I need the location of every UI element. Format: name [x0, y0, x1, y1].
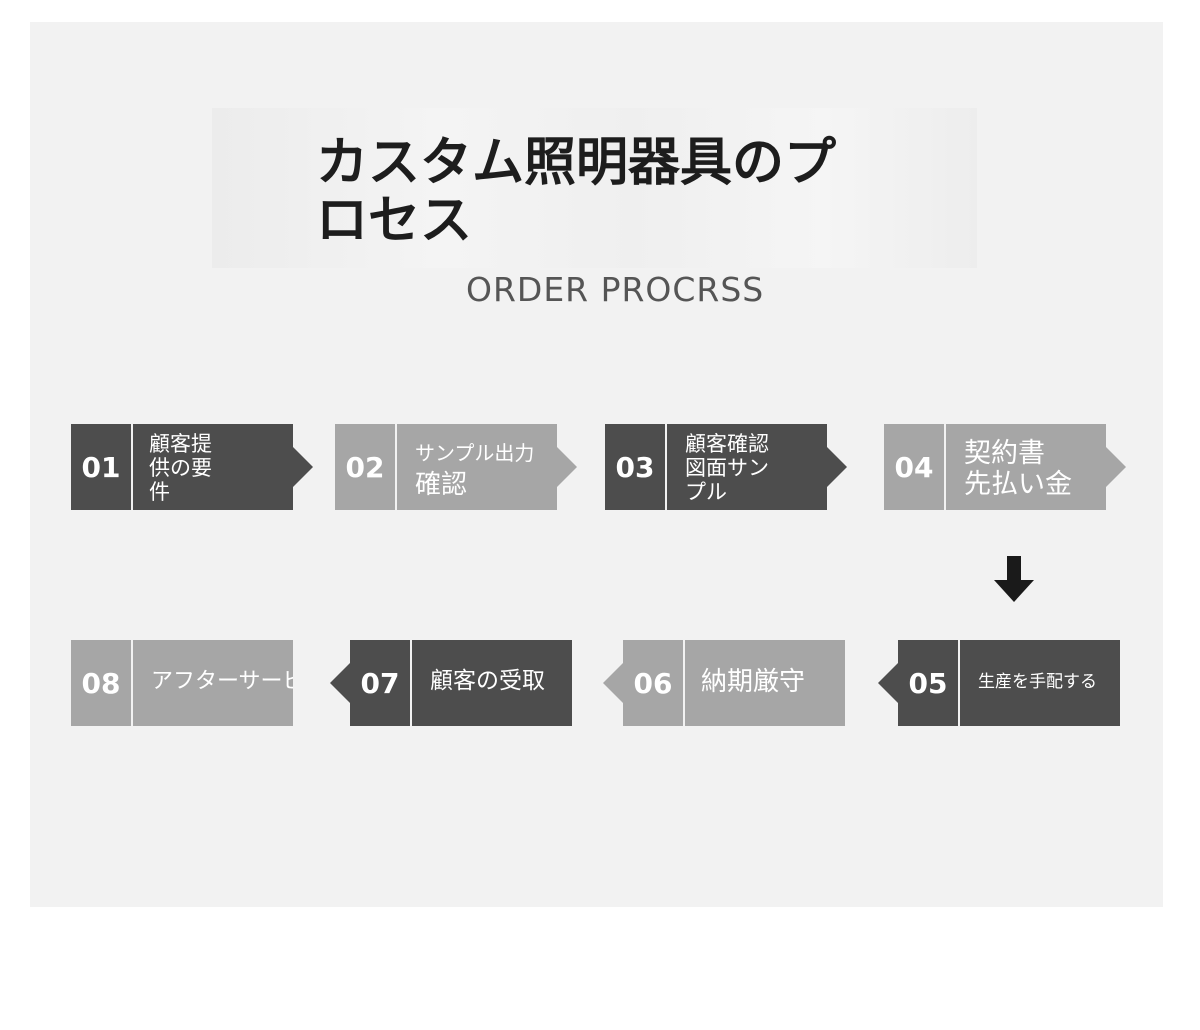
step-divider: [410, 640, 412, 726]
step-label: 顧客確認 図面サン プル: [685, 432, 769, 504]
step-label-big: 確認: [415, 470, 468, 500]
title-band: [212, 108, 977, 268]
step-03: 03 顧客確認 図面サン プル: [605, 424, 847, 510]
step-number: 02: [335, 424, 395, 510]
step-body: サンプル出力 確認: [397, 424, 557, 510]
diagram-title: カスタム照明器具のプロセス: [316, 133, 837, 251]
right-arrow-icon: [557, 447, 577, 487]
step-01: 01 顧客提 供の要 件: [71, 424, 313, 510]
right-arrow-icon: [827, 447, 847, 487]
step-label-small: サンプル出力: [415, 441, 535, 465]
step-02: 02 サンプル出力 確認: [335, 424, 577, 510]
step-divider: [665, 424, 667, 510]
left-arrow-icon: [603, 663, 623, 703]
step-label: アフターサービス: [151, 669, 293, 694]
step-07: 07 顧客の受取: [330, 640, 572, 726]
step-body: 顧客の受取: [412, 640, 572, 726]
step-number: 08: [71, 640, 131, 726]
step-06: 06 納期厳守: [603, 640, 845, 726]
step-body: 顧客確認 図面サン プル: [667, 424, 827, 510]
diagram-subtitle: ORDER PROCRSS: [466, 270, 765, 309]
step-number: 04: [884, 424, 944, 510]
step-label: 生産を手配する: [978, 672, 1097, 692]
step-label: 納期厳守: [701, 667, 806, 697]
step-divider: [958, 640, 960, 726]
step-divider: [131, 424, 133, 510]
step-number: 03: [605, 424, 665, 510]
step-divider: [944, 424, 946, 510]
step-divider: [683, 640, 685, 726]
step-body: 契約書 先払い金: [946, 424, 1106, 510]
step-04: 04 契約書 先払い金: [884, 424, 1126, 510]
step-number: 07: [350, 640, 410, 726]
step-body: 生産を手配する: [960, 640, 1120, 726]
right-arrow-icon: [1106, 447, 1126, 487]
step-label: 顧客の受取: [430, 668, 545, 694]
right-arrow-icon: [293, 447, 313, 487]
step-05: 05 生産を手配する: [878, 640, 1120, 726]
step-body: アフターサービス: [133, 640, 293, 726]
step-divider: [131, 640, 133, 726]
step-divider: [395, 424, 397, 510]
step-body: 納期厳守: [685, 640, 845, 726]
down-arrow-icon: [994, 556, 1034, 602]
left-arrow-icon: [330, 663, 350, 703]
step-number: 05: [898, 640, 958, 726]
step-label: 契約書 先払い金: [964, 438, 1072, 500]
left-arrow-icon: [878, 663, 898, 703]
step-body: 顧客提 供の要 件: [133, 424, 293, 510]
step-08: 08 アフターサービス: [71, 640, 293, 726]
step-number: 01: [71, 424, 131, 510]
step-number: 06: [623, 640, 683, 726]
step-label: 顧客提 供の要 件: [149, 432, 212, 504]
